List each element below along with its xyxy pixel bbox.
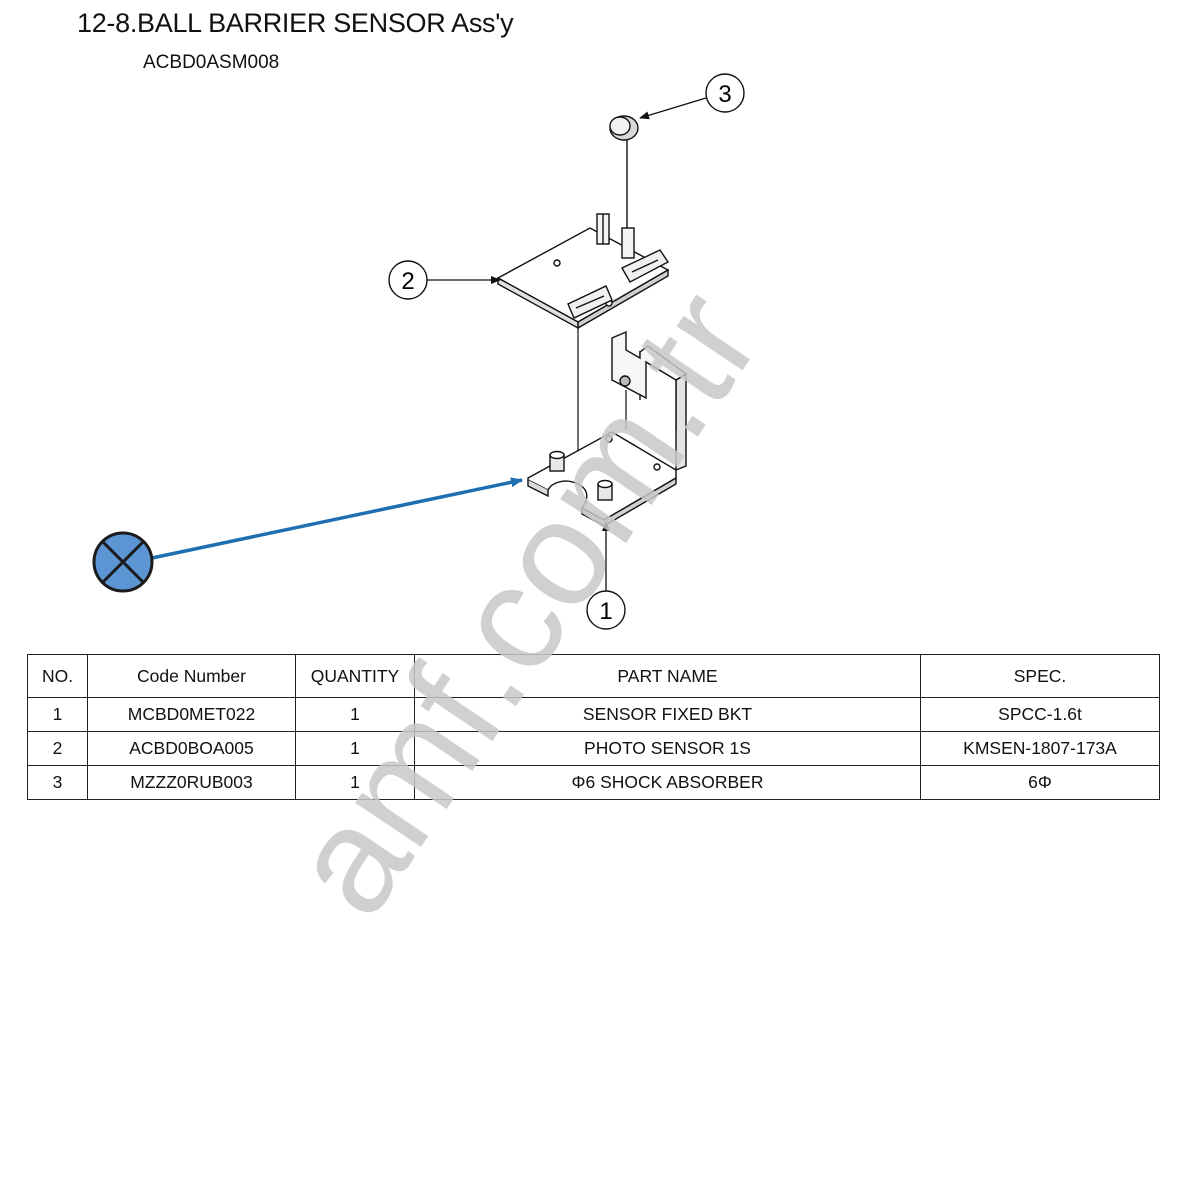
cell-no: 2	[27, 731, 88, 766]
sensor-bracket-part	[527, 330, 688, 527]
table-row: 2 ACBD0BOA005 1 PHOTO SENSOR 1S KMSEN-18…	[27, 731, 1160, 766]
table-header-row: NO. Code Number QUANTITY PART NAME SPEC.	[27, 654, 1160, 698]
cell-part-name: PHOTO SENSOR 1S	[414, 731, 921, 766]
column-header-quantity: QUANTITY	[295, 654, 415, 698]
callout-leaders	[427, 97, 707, 596]
cell-quantity: 1	[295, 731, 415, 766]
callout-3: 3	[705, 73, 745, 113]
cell-part-name: Φ6 SHOCK ABSORBER	[414, 765, 921, 800]
target-marker-icon[interactable]	[92, 531, 154, 593]
assembly-code: ACBD0ASM008	[143, 52, 280, 73]
cell-code-number: MCBD0MET022	[87, 697, 296, 732]
column-header-no: NO.	[27, 654, 88, 698]
svg-text:3: 3	[718, 81, 731, 108]
cell-part-name: SENSOR FIXED BKT	[414, 697, 921, 732]
photo-sensor-board-part	[496, 213, 670, 330]
cell-spec: KMSEN-1807-173A	[920, 731, 1160, 766]
cell-spec: SPCC-1.6t	[920, 697, 1160, 732]
table-row: 3 MZZZ0RUB003 1 Φ6 SHOCK ABSORBER 6Φ	[27, 765, 1160, 800]
cell-code-number: MZZZ0RUB003	[87, 765, 296, 800]
assembly-guide-lines	[577, 328, 627, 460]
shock-absorber-part	[609, 115, 639, 232]
column-header-part-name: PART NAME	[414, 654, 921, 698]
parts-table: NO. Code Number QUANTITY PART NAME SPEC.…	[27, 654, 1160, 800]
table-row: 1 MCBD0MET022 1 SENSOR FIXED BKT SPCC-1.…	[27, 697, 1160, 732]
exploded-assembly-diagram: 1 2 3	[92, 73, 745, 630]
cell-quantity: 1	[295, 765, 415, 800]
callout-1: 1	[586, 590, 626, 630]
cell-spec: 6Φ	[920, 765, 1160, 800]
column-header-code-number: Code Number	[87, 654, 296, 698]
cell-quantity: 1	[295, 697, 415, 732]
cell-no: 1	[27, 697, 88, 732]
svg-text:1: 1	[599, 598, 612, 625]
callout-2: 2	[388, 260, 428, 300]
svg-text:2: 2	[401, 268, 414, 295]
cell-no: 3	[27, 765, 88, 800]
column-header-spec: SPEC.	[920, 654, 1160, 698]
cell-code-number: ACBD0BOA005	[87, 731, 296, 766]
page-title: 12-8.BALL BARRIER SENSOR Ass'y	[77, 8, 514, 38]
pointer-arrow	[151, 477, 523, 560]
